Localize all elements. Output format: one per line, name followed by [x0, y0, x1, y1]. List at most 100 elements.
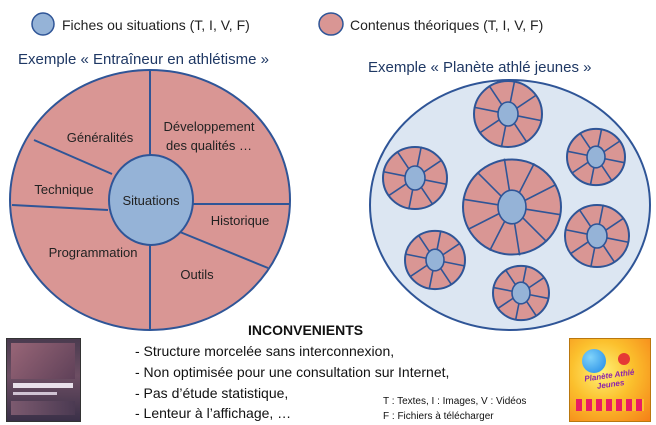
wheel-left-upper — [382, 145, 448, 211]
inconvenient-item-4: - Lenteur à l’affichage, … — [135, 405, 292, 421]
segment-developpement-line2: des qualités … — [166, 138, 252, 153]
wheel-bottom — [492, 264, 550, 322]
wheel-left-upper-hub — [404, 165, 426, 191]
wheel-left-upper-spoke — [422, 159, 443, 174]
wheel-right-lower-spoke — [606, 237, 629, 244]
wheel-center-spoke — [467, 212, 500, 230]
wheel-left-lower-spoke — [417, 234, 431, 253]
wheel-top-spoke — [500, 123, 507, 148]
legend-note-line2: F : Fichiers à télécharger — [383, 411, 494, 422]
wheel-center-hub — [497, 189, 527, 225]
segment-technique: Technique — [34, 182, 93, 197]
wheel-left-lower-spoke — [435, 230, 442, 252]
left-divider-upper-left — [33, 139, 113, 175]
wheel-center-spoke — [513, 220, 521, 256]
segment-outils: Outils — [180, 267, 214, 282]
wheel-center-spoke — [524, 184, 557, 202]
wheel-left-lower — [404, 229, 466, 291]
wheel-right-lower — [564, 203, 630, 269]
right-diagram-title: Exemple « Planète athlé jeunes » — [368, 59, 591, 76]
wheel-center-spoke — [476, 171, 503, 198]
wheel-bottom-spoke — [504, 269, 517, 286]
wheel-top-spoke — [488, 85, 504, 107]
wheel-bottom-spoke — [497, 297, 514, 310]
wheel-right-upper-spoke — [571, 161, 589, 174]
wheel-right-lower-hub — [586, 223, 608, 249]
inconvenients-heading: INCONVENIENTS — [248, 322, 364, 338]
wheel-left-upper-spoke — [387, 182, 408, 197]
left-center-label: Situations — [122, 193, 180, 208]
wheel-center-spoke — [463, 198, 499, 206]
left-divider-lower-right — [179, 231, 269, 269]
right-diagram — [369, 79, 651, 331]
wheel-right-upper-spoke — [589, 165, 596, 186]
wheel-left-upper-spoke — [424, 179, 447, 186]
wheel-left-upper-spoke — [416, 146, 423, 169]
wheel-right-upper-spoke — [603, 140, 621, 153]
left-diagram: Situations Généralités Développement des… — [9, 69, 291, 331]
wheel-bottom-spoke — [529, 293, 549, 300]
wheel-top-spoke — [517, 115, 542, 122]
wheel-center — [462, 158, 562, 256]
legend-note-line1: T : Textes, I : Images, V : Vidéos — [383, 396, 527, 407]
wheel-right-upper-spoke — [596, 128, 603, 149]
wheel-bottom-spoke — [528, 276, 545, 289]
wheel-left-upper-spoke — [383, 170, 406, 177]
wheel-left-lower-hub — [425, 248, 445, 272]
wheel-left-upper-spoke — [407, 187, 414, 210]
wheel-center-spoke — [503, 158, 511, 194]
left-divider-mid-left — [11, 204, 109, 211]
wheel-center-spoke — [525, 208, 561, 216]
wheel-top-spoke — [509, 80, 516, 105]
wheel-right-upper — [566, 127, 626, 187]
wheel-right-lower-spoke — [578, 208, 593, 229]
wheel-center-spoke — [521, 216, 548, 243]
wheel-bottom-spoke — [521, 265, 528, 285]
wheel-bottom-spoke — [525, 300, 538, 317]
left-center-situations — [108, 154, 194, 246]
inconvenient-item-2: - Non optimisée pour une consultation su… — [135, 364, 450, 380]
wheel-left-upper-spoke — [419, 185, 434, 206]
wheel-right-upper-spoke — [579, 132, 592, 150]
wheel-top-spoke — [474, 106, 499, 113]
wheel-left-lower-spoke — [439, 267, 453, 286]
inconvenient-item-1: - Structure morcelée sans interconnexion… — [135, 343, 395, 359]
legend-red-label: Contenus théoriques (T, I, V, F) — [350, 17, 543, 33]
wheel-right-lower-spoke — [565, 228, 588, 235]
wheel-top-hub — [497, 101, 519, 127]
wheel-right-lower-spoke — [589, 245, 596, 268]
legend-red-marker — [318, 12, 344, 36]
wheel-right-upper-spoke — [567, 150, 588, 157]
wheel-center-spoke — [517, 162, 535, 195]
wheel-top-spoke — [512, 121, 528, 143]
wheel-bottom-spoke — [493, 286, 513, 293]
wheel-group — [382, 80, 630, 322]
wheel-left-upper-spoke — [396, 150, 411, 171]
wheel-left-lower-spoke — [443, 260, 465, 267]
wheel-right-upper-spoke — [604, 157, 625, 164]
right-book-cover: Planète Athlé Jeunes — [569, 338, 651, 422]
wheel-left-lower-spoke — [405, 253, 427, 260]
wheel-top — [473, 80, 543, 148]
wheel-right-lower-spoke — [569, 240, 590, 255]
segment-developpement-line1: Développement — [163, 119, 254, 134]
wheel-bottom-hub — [511, 281, 531, 305]
wheel-bottom-spoke — [514, 301, 521, 321]
segment-programmation: Programmation — [49, 245, 138, 260]
wheel-left-lower-spoke — [428, 268, 435, 290]
wheel-right-lower-spoke — [604, 217, 625, 232]
segment-generalites: Généralités — [67, 130, 134, 145]
wheel-top-spoke — [479, 118, 501, 134]
left-book-cover — [6, 338, 81, 422]
left-diagram-title: Exemple « Entraîneur en athlétisme » — [18, 51, 269, 68]
legend-blue-label: Fiches ou situations (T, I, V, F) — [62, 17, 250, 33]
wheel-right-upper-hub — [586, 145, 606, 169]
wheel-right-upper-spoke — [600, 164, 613, 182]
wheel-center-spoke — [489, 219, 507, 252]
wheel-left-lower-spoke — [442, 242, 461, 256]
wheel-left-lower-spoke — [409, 264, 428, 278]
wheel-right-lower-spoke — [601, 243, 616, 264]
legend-blue-marker — [31, 12, 55, 36]
inconvenient-item-3: - Pas d’étude statistique, — [135, 385, 289, 401]
